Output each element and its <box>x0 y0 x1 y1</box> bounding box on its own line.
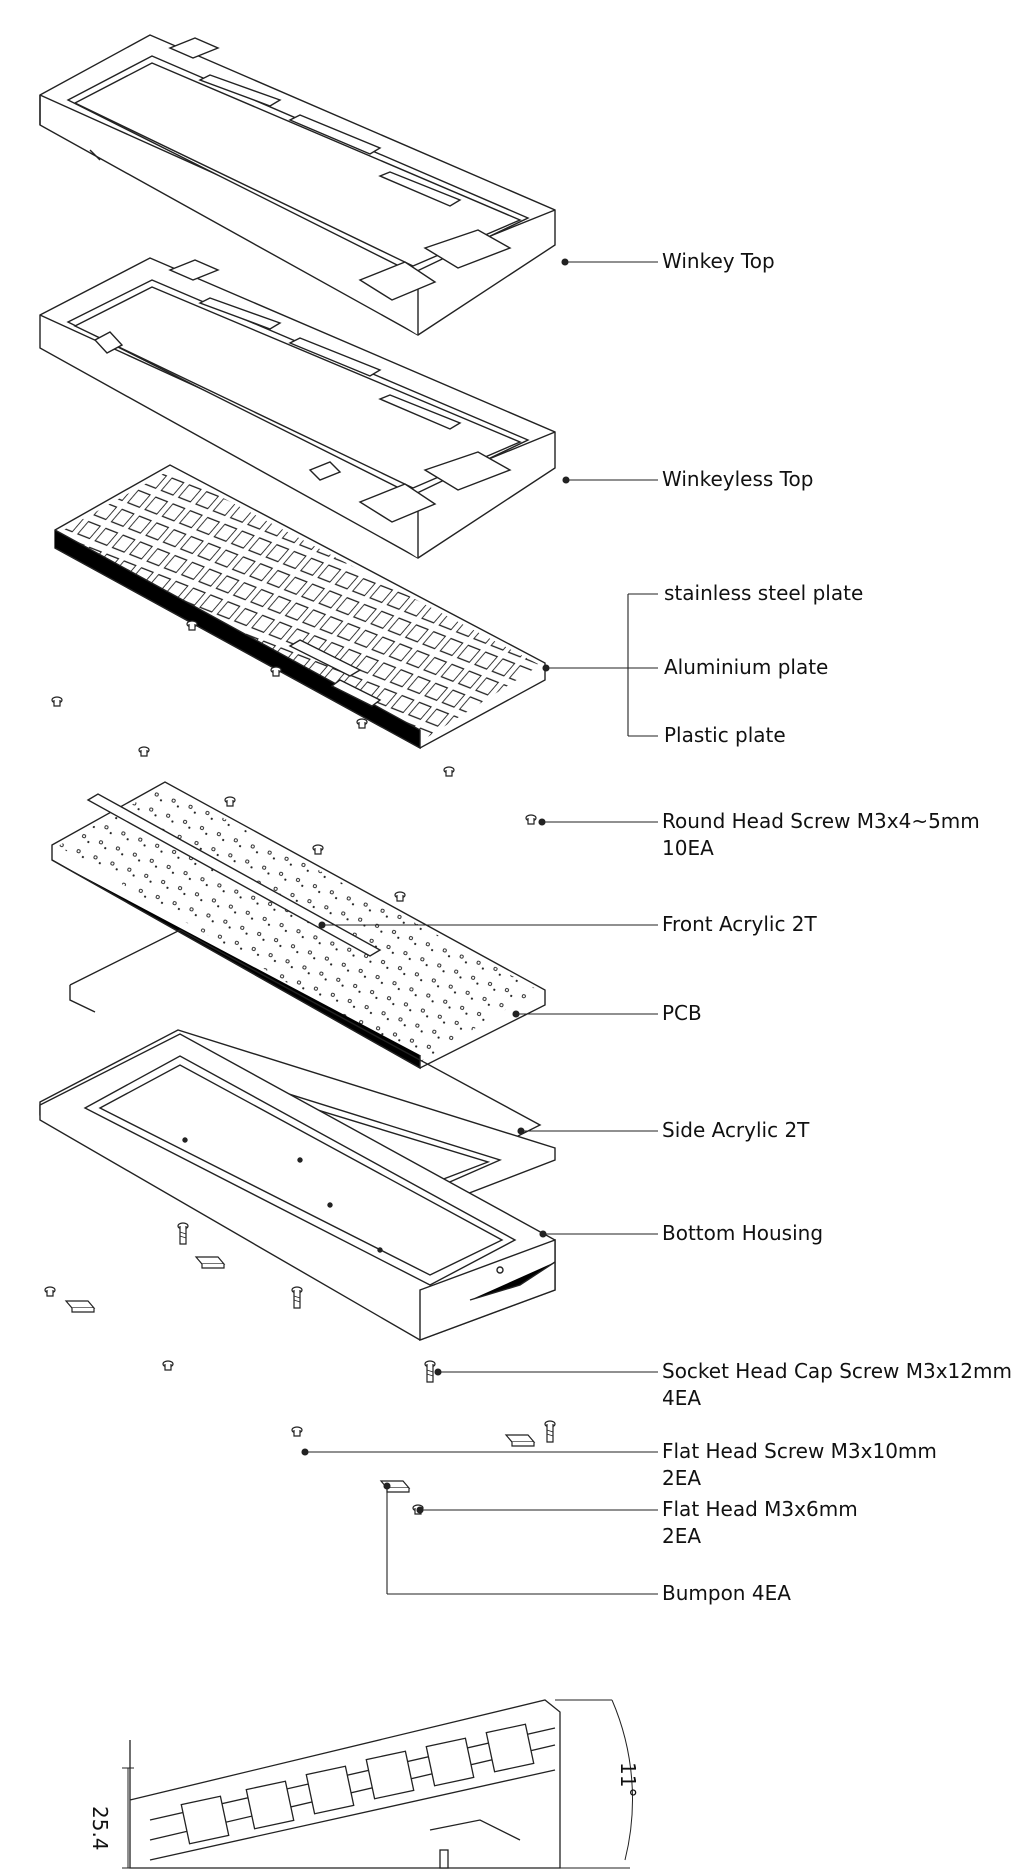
label-flat-head: Flat Head M3x6mm 2EA <box>662 1496 858 1550</box>
label-socket-screw-line2: 4EA <box>662 1386 702 1410</box>
label-bumpon: Bumpon 4EA <box>662 1581 791 1605</box>
label-pcb: PCB <box>662 1001 702 1025</box>
label-stainless-plate: stainless steel plate <box>664 581 864 605</box>
label-winkeyless-top: Winkeyless Top <box>662 467 814 491</box>
winkeyless-top-case <box>39 257 556 559</box>
label-plastic-plate: Plastic plate <box>664 723 786 747</box>
label-socket-screw-line1: Socket Head Cap Screw M3x12mm <box>662 1359 1012 1383</box>
winkey-top-case <box>39 34 556 336</box>
label-round-screw-line2: 10EA <box>662 836 714 860</box>
label-winkey-top: Winkey Top <box>662 249 775 273</box>
label-round-screw: Round Head Screw M3x4~5mm 10EA <box>662 808 980 862</box>
label-socket-screw: Socket Head Cap Screw M3x12mm 4EA <box>662 1358 1012 1412</box>
pcb-board <box>51 781 546 1070</box>
label-side-acrylic: Side Acrylic 2T <box>662 1118 810 1142</box>
side-profile <box>129 1699 561 1869</box>
plate <box>54 464 546 750</box>
label-flat-screw: Flat Head Screw M3x10mm 2EA <box>662 1438 937 1492</box>
label-flat-head-line1: Flat Head M3x6mm <box>662 1497 858 1521</box>
label-aluminium-plate: Aluminium plate <box>664 655 829 679</box>
dimension-lines <box>122 1699 634 1869</box>
label-front-acrylic: Front Acrylic 2T <box>662 912 817 936</box>
dimension-angle: 11° <box>616 1762 640 1798</box>
leader-lines <box>301 258 658 1595</box>
label-flat-head-line2: 2EA <box>662 1524 702 1548</box>
label-bottom-housing: Bottom Housing <box>662 1221 824 1245</box>
dimension-height: 25.4 <box>88 1806 112 1851</box>
bottom-housing <box>39 1033 556 1342</box>
label-flat-screw-line1: Flat Head Screw M3x10mm <box>662 1439 937 1463</box>
label-round-screw-line1: Round Head Screw M3x4~5mm <box>662 809 980 833</box>
label-flat-screw-line2: 2EA <box>662 1466 702 1490</box>
